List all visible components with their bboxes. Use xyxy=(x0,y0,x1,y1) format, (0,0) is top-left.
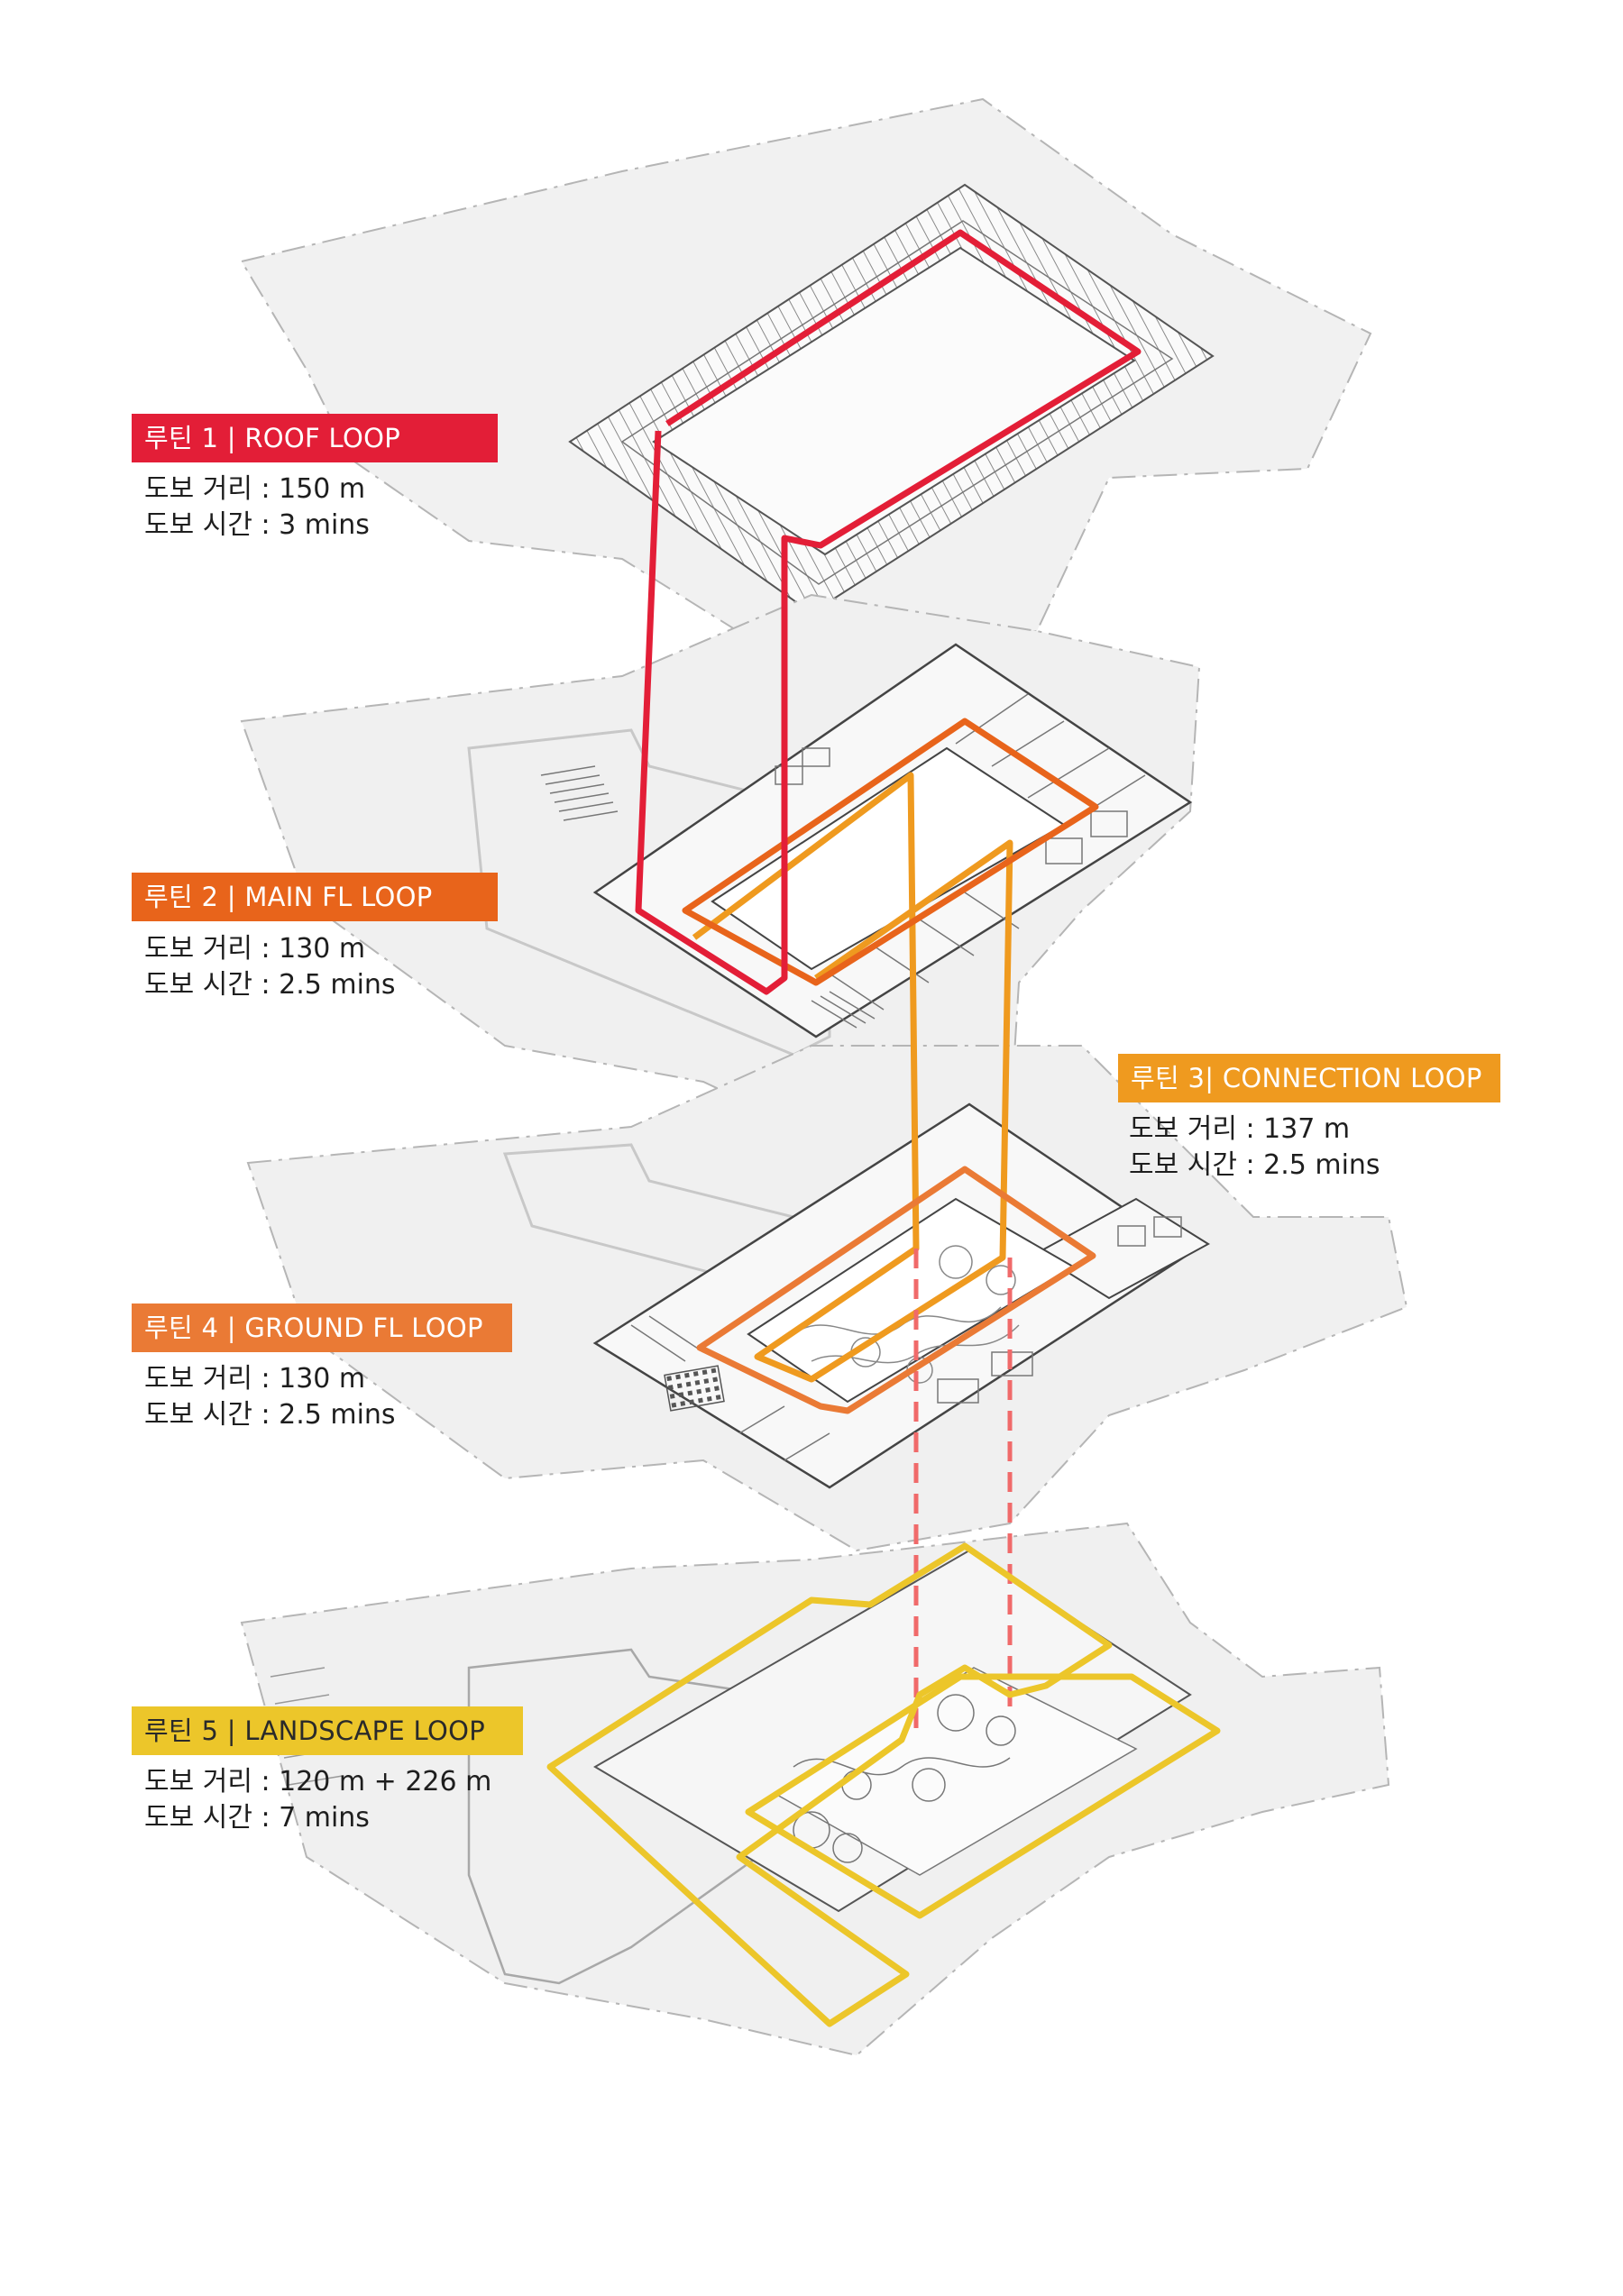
route-4-ground-fl-loop xyxy=(696,1166,1096,1414)
route-4-distance: 도보 거리 : 130 m xyxy=(144,1363,366,1395)
route-5-time: 도보 시간 : 7 mins xyxy=(144,1802,370,1834)
landscape-level xyxy=(240,1522,1390,2057)
route-1-title: 루틴 1 | ROOF LOOP xyxy=(132,414,498,462)
route-1-roof-loop xyxy=(635,229,1142,995)
roof-inner-court xyxy=(652,246,1136,556)
main-floor-stairs xyxy=(540,765,876,1029)
route-5-landscape-loop xyxy=(546,1542,1221,2027)
route-3-time: 도보 시간 : 2.5 mins xyxy=(1129,1149,1380,1181)
route-4-info: 도보 거리 : 130 m 도보 시간 : 2.5 mins xyxy=(144,1361,396,1433)
route-1-path xyxy=(635,229,1142,995)
route-5-distance: 도보 거리 : 120 m + 226 m xyxy=(144,1766,492,1797)
route-4-title: 루틴 4 | GROUND FL LOOP xyxy=(132,1304,512,1352)
route-3-connection-loop xyxy=(692,772,1013,1731)
roof-inner-ridge xyxy=(620,220,1174,585)
route-5-info: 도보 거리 : 120 m + 226 m 도보 시간 : 7 mins xyxy=(144,1764,491,1836)
route-1-time: 도보 시간 : 3 mins xyxy=(144,509,370,541)
route-2-info: 도보 거리 : 130 m 도보 시간 : 2.5 mins xyxy=(144,931,396,1003)
route-4-time: 도보 시간 : 2.5 mins xyxy=(144,1399,396,1431)
main-floor-level xyxy=(240,593,1201,1156)
ground-floor-level xyxy=(246,1045,1408,1552)
roof-level xyxy=(240,97,1372,651)
ground-floor-east-wing xyxy=(1035,1197,1210,1300)
auditorium-seating xyxy=(664,1365,725,1412)
route-2-main-fl-loop xyxy=(682,718,1099,986)
route-3-distance: 도보 거리 : 137 m xyxy=(1129,1113,1351,1145)
route-5-inner-path xyxy=(745,1673,1221,1919)
route-5-title: 루틴 5 | LANDSCAPE LOOP xyxy=(132,1706,523,1755)
route-3-info: 도보 거리 : 137 m 도보 시간 : 2.5 mins xyxy=(1129,1111,1380,1184)
route-1-distance: 도보 거리 : 150 m xyxy=(144,473,366,505)
route-3-title: 루틴 3| CONNECTION LOOP xyxy=(1118,1054,1500,1102)
route-2-title: 루틴 2 | MAIN FL LOOP xyxy=(132,873,498,921)
route-2-distance: 도보 거리 : 130 m xyxy=(144,933,366,965)
route-2-time: 도보 시간 : 2.5 mins xyxy=(144,969,396,1001)
ground-floor-rooms xyxy=(630,1216,1182,1461)
route-5-outer-path xyxy=(546,1542,1113,2027)
route-1-info: 도보 거리 : 150 m 도보 시간 : 3 mins xyxy=(144,471,370,544)
route-3-path xyxy=(692,772,1013,1383)
